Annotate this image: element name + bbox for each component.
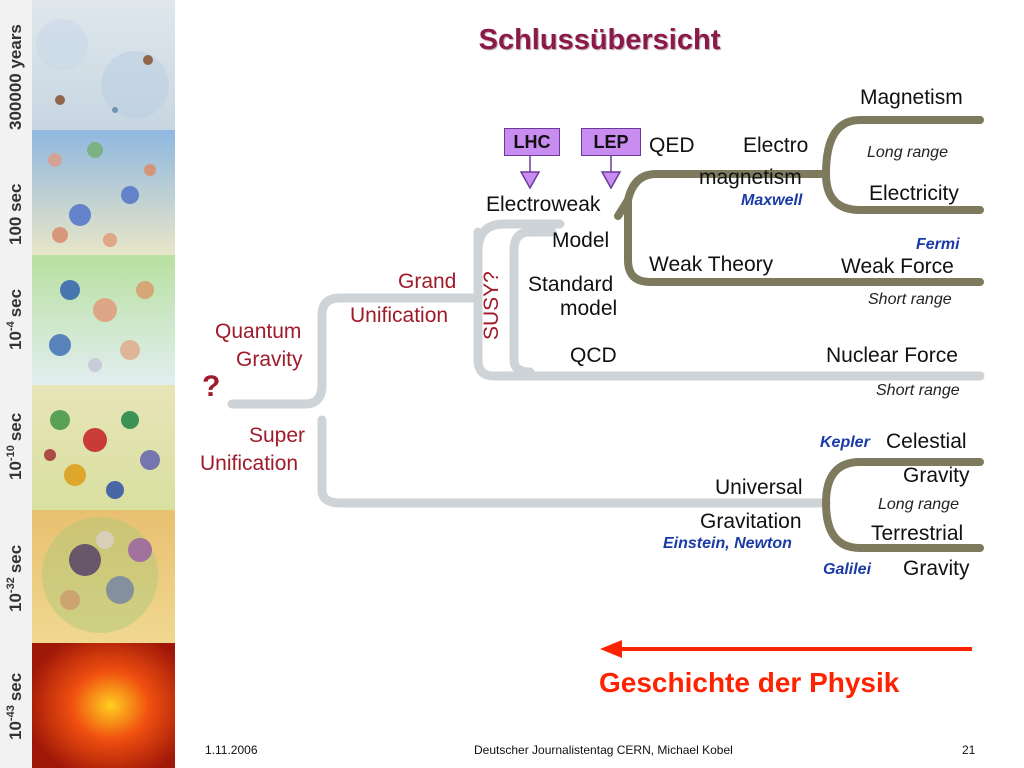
label-weak-theory: Weak Theory <box>649 253 774 276</box>
label-galilei: Galilei <box>823 561 872 578</box>
footer-page-number: 21 <box>962 743 976 757</box>
label-standard: Standard <box>528 273 614 296</box>
label-celestial: Celestial <box>886 430 967 453</box>
lhc-box: LHC <box>504 128 560 156</box>
time-label-1: 300000 years <box>6 24 25 130</box>
time-label-5: 10-32sec <box>5 545 25 612</box>
label-standard-model: model <box>560 297 618 320</box>
label-weak-force: Weak Force <box>841 255 954 278</box>
history-label: Geschichte der Physik <box>599 667 900 698</box>
label-electro: Electro <box>743 134 809 157</box>
label-einstein-newton: Einstein, Newton <box>663 535 792 552</box>
label-super-unification: Unification <box>200 452 299 475</box>
time-labels: 300000 years 100 sec 10-4sec 10-10sec 10… <box>5 24 25 740</box>
footer-center: Deutscher Journalistentag CERN, Michael … <box>474 743 733 757</box>
label-short-range-nuclear: Short range <box>876 382 960 399</box>
accelerator-arrows <box>519 156 622 190</box>
label-em-magnetism: magnetism <box>699 166 802 189</box>
label-grand-unification: Unification <box>350 304 449 327</box>
footer-date: 1.11.2006 <box>205 743 258 757</box>
label-grand: Grand <box>398 270 457 293</box>
label-maxwell: Maxwell <box>741 192 803 209</box>
label-qed: QED <box>649 134 695 157</box>
label-gravitation: Gravitation <box>700 510 802 533</box>
time-label-3: 10-4sec <box>5 289 25 350</box>
label-magnetism: Magnetism <box>860 86 963 109</box>
label-qcd: QCD <box>570 344 617 367</box>
label-long-range-em: Long range <box>867 144 948 161</box>
label-electricity: Electricity <box>869 182 959 205</box>
question-mark: ? <box>202 370 221 403</box>
time-label-6: 10-43sec <box>5 673 25 740</box>
timeline-strip: 300000 years 100 sec 10-4sec 10-10sec 10… <box>0 0 175 768</box>
label-short-range-weak: Short range <box>868 291 952 308</box>
early-universe-particles <box>36 19 169 633</box>
label-quantum-gravity: Gravity <box>236 348 303 371</box>
history-arrow <box>600 640 972 658</box>
label-terrestrial: Terrestrial <box>871 522 964 545</box>
lep-box: LEP <box>581 128 641 156</box>
time-label-4: 10-10sec <box>5 413 25 480</box>
label-nuclear-force: Nuclear Force <box>826 344 958 367</box>
label-fermi: Fermi <box>916 236 960 253</box>
label-quantum: Quantum <box>215 320 302 343</box>
label-model: Model <box>552 229 610 252</box>
time-label-2: 100 sec <box>6 184 25 245</box>
label-super: Super <box>249 424 306 447</box>
label-electroweak: Electroweak <box>486 193 601 216</box>
label-susy: SUSY? <box>480 271 503 340</box>
slide-title: Schlussübersicht <box>478 24 721 56</box>
label-terrestrial-gravity: Gravity <box>903 557 970 580</box>
label-kepler: Kepler <box>820 434 870 451</box>
label-universal: Universal <box>715 476 803 499</box>
label-celestial-gravity: Gravity <box>903 464 970 487</box>
label-long-range-grav: Long range <box>878 496 959 513</box>
